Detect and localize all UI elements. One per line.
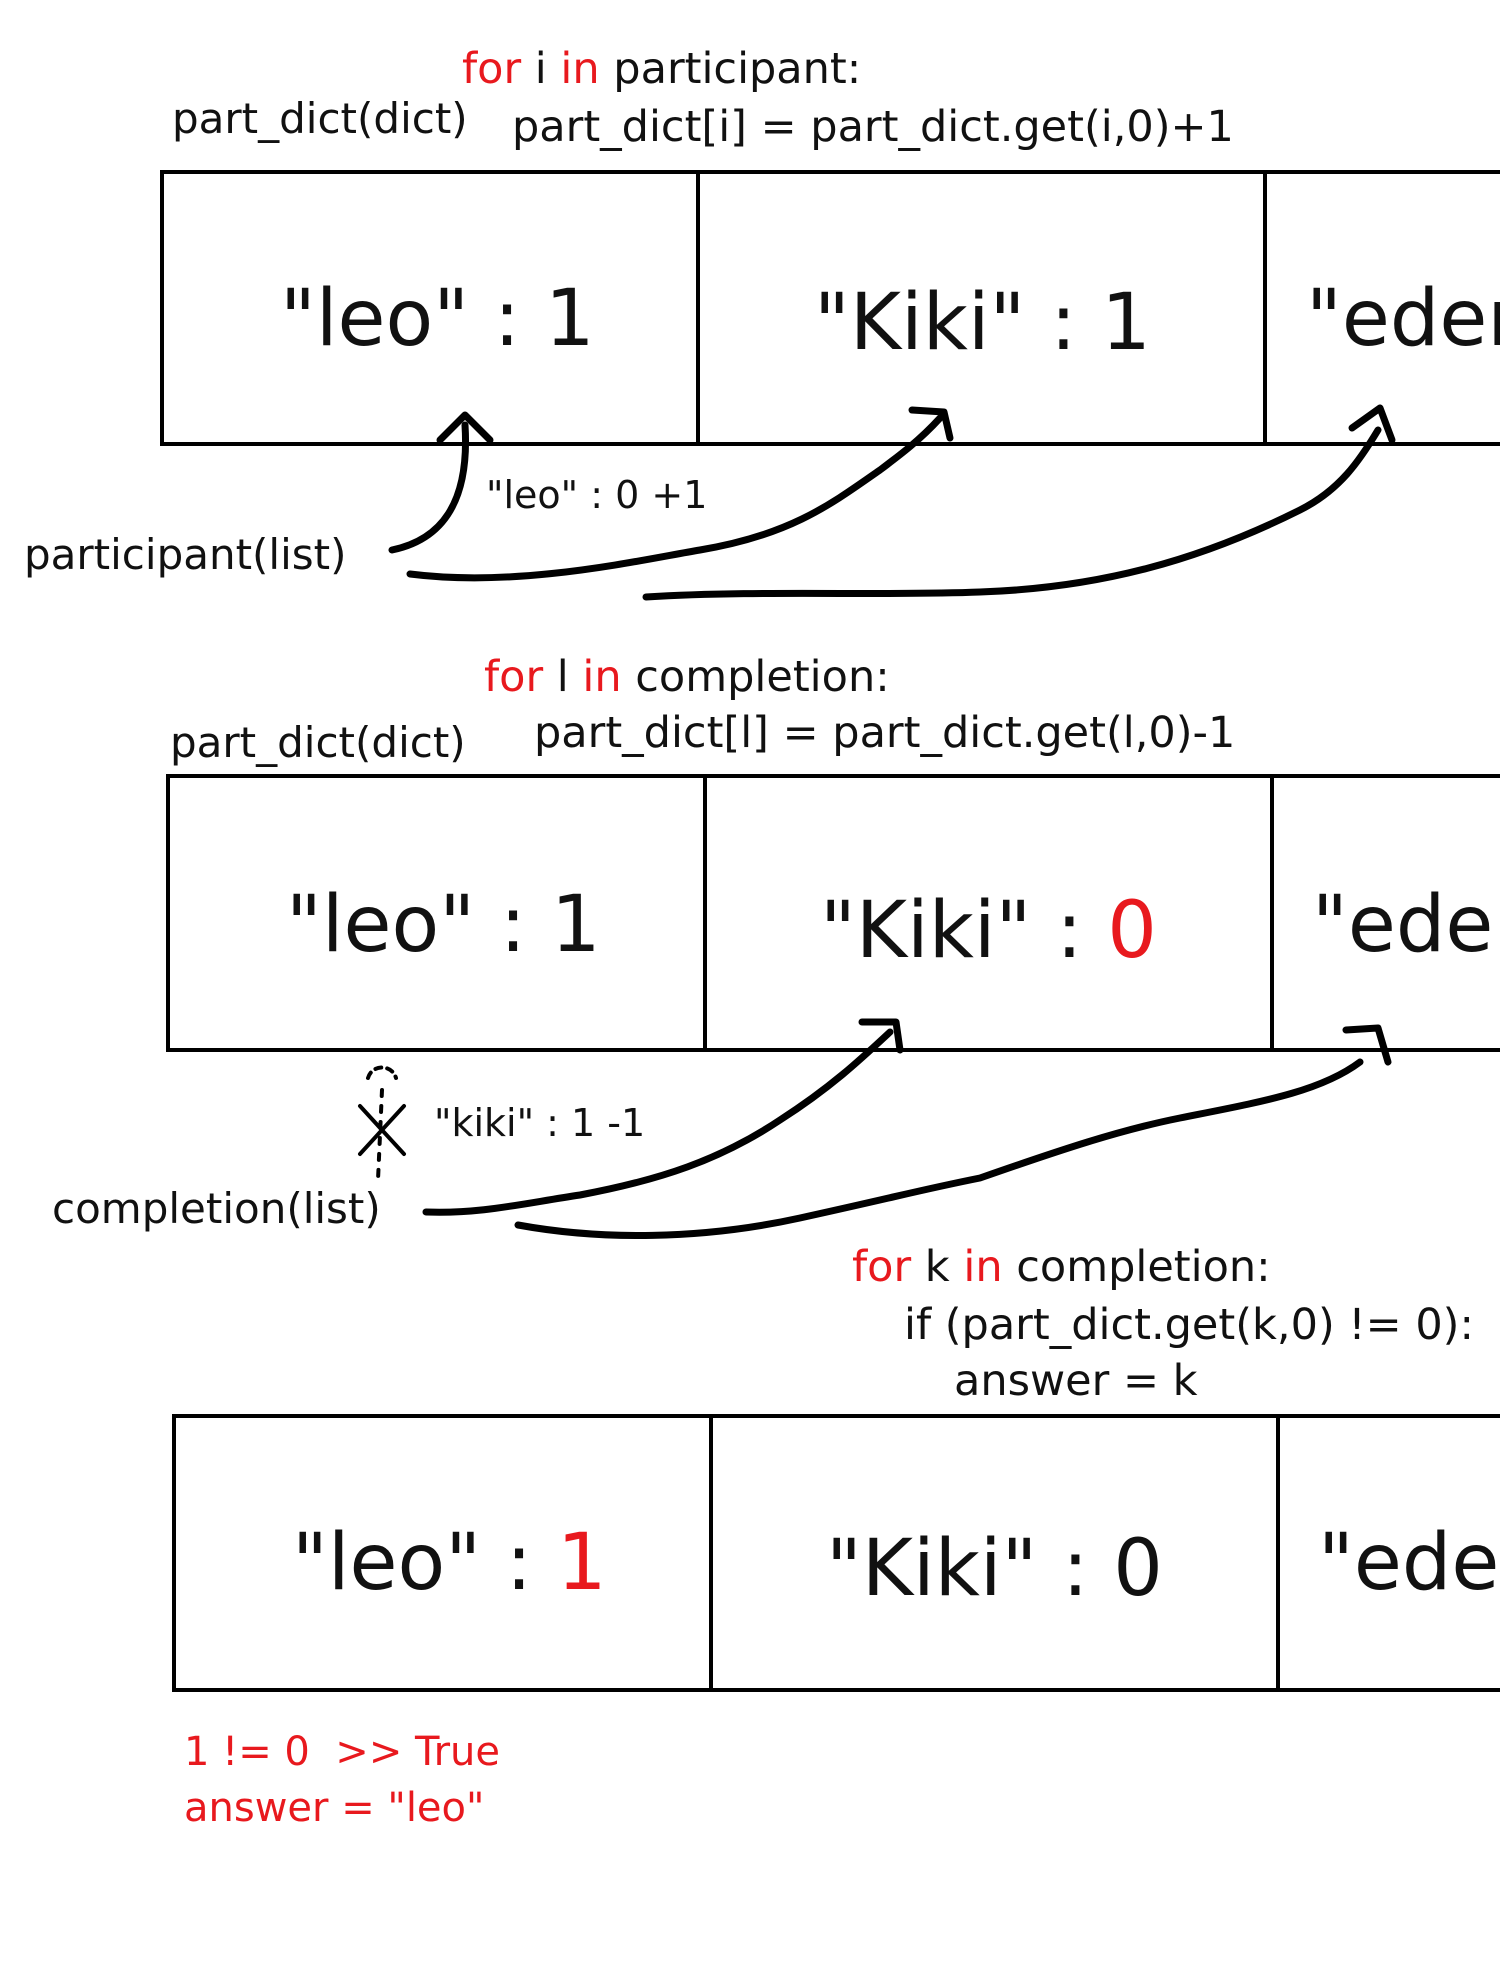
- dict-cell-leo: "leo" : 1: [286, 880, 601, 970]
- dict-box: [160, 170, 1500, 446]
- arrow-to-leo: [388, 421, 470, 554]
- dict-cell-leo: "leo" : 1: [292, 1518, 607, 1608]
- nonzero-value: 1: [557, 1518, 607, 1608]
- dict-box: [166, 774, 1500, 1052]
- keyword-for: for: [484, 652, 544, 702]
- dict-cell-eden: "eder: [1312, 880, 1500, 970]
- cell-divider: [1263, 170, 1267, 446]
- keyword-in: in: [963, 1242, 1003, 1292]
- dashed-arc: [366, 1065, 398, 1080]
- code-line-for-check: for k in completion:: [852, 1242, 1271, 1292]
- code-line-for-completion: for l in completion:: [484, 652, 890, 702]
- cell-divider: [1270, 774, 1274, 1052]
- result-check: 1 != 0 >> True: [184, 1729, 501, 1775]
- dict-cell-eden: "eder: [1318, 1518, 1500, 1608]
- dict-cell-kiki: "Kiki" : 1: [814, 278, 1151, 368]
- dict-cell-eden: "eder: [1306, 274, 1500, 364]
- keyword-in: in: [560, 44, 600, 94]
- dict-label: part_dict(dict): [170, 718, 466, 767]
- arrow-to-kiki: [406, 414, 944, 582]
- code-line-if: if (part_dict.get(k,0) != 0):: [904, 1300, 1474, 1350]
- list-label: participant(list): [24, 530, 347, 579]
- cell-divider: [709, 1414, 713, 1692]
- arrowhead: [908, 406, 954, 442]
- keyword-for: for: [462, 44, 522, 94]
- dict-cell-kiki: "Kiki" : 0: [826, 1524, 1163, 1614]
- dict-label: part_dict(dict): [172, 94, 468, 143]
- list-label: completion(list): [52, 1184, 381, 1233]
- code-line-decrement: part_dict[l] = part_dict.get(l,0)-1: [534, 708, 1236, 758]
- arrowhead: [1348, 404, 1396, 444]
- arrowhead: [858, 1018, 904, 1054]
- arrowhead: [436, 411, 494, 444]
- keyword-for: for: [852, 1242, 912, 1292]
- code-line-assign: answer = k: [954, 1356, 1198, 1406]
- cell-divider: [1276, 1414, 1280, 1692]
- dict-cell-leo: "leo" : 1: [280, 274, 595, 364]
- dict-cell-kiki: "Kiki" : 0: [820, 886, 1157, 976]
- dict-box: [172, 1414, 1500, 1692]
- dashed-stem: [376, 1088, 384, 1182]
- arrow-to-kiki: [422, 1028, 894, 1216]
- code-line-for-participant: for i in participant:: [462, 44, 862, 94]
- changed-value: 0: [1107, 886, 1157, 976]
- cell-divider: [703, 774, 707, 1052]
- update-note: "kiki" : 1 -1: [434, 1101, 646, 1145]
- arrowhead: [1342, 1024, 1392, 1066]
- cross-mark: [358, 1104, 406, 1156]
- arrow-to-eden: [642, 426, 1382, 601]
- code-line-increment: part_dict[i] = part_dict.get(i,0)+1: [512, 102, 1234, 152]
- keyword-in: in: [582, 652, 622, 702]
- cell-divider: [696, 170, 700, 446]
- result-answer: answer = "leo": [184, 1785, 485, 1831]
- arrow-to-eden: [514, 1058, 1364, 1239]
- update-note: "leo" : 0 +1: [486, 473, 708, 517]
